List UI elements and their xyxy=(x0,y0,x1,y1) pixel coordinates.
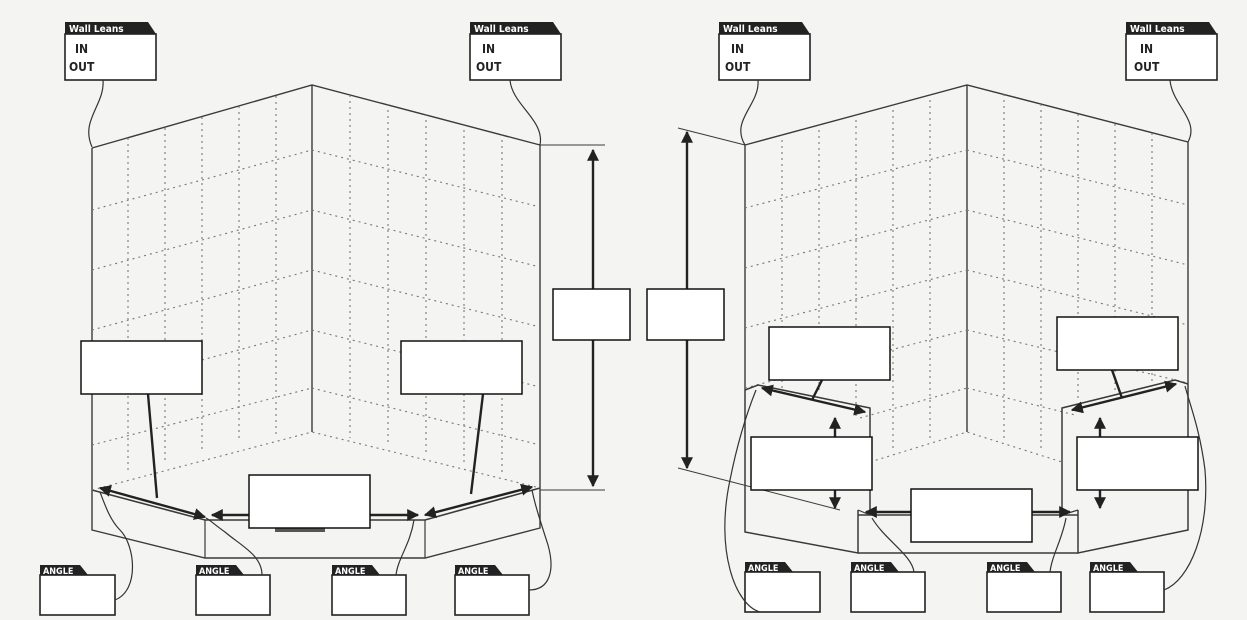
angle-tag-4: ANGLE xyxy=(454,489,552,616)
right-tile-grid xyxy=(744,94,1189,450)
blank-label-box-right-base xyxy=(910,488,1033,543)
blank-label-box-right-2 xyxy=(1056,316,1179,371)
blank-label-box-height-2 xyxy=(646,288,725,341)
wall-leans-tag-3: Wall Leans IN OUT xyxy=(718,22,811,146)
blank-label-box-right-1 xyxy=(768,326,891,381)
wall-leans-title: Wall Leans xyxy=(723,24,778,35)
angle-title: ANGLE xyxy=(43,567,73,577)
in-label: IN xyxy=(75,42,88,56)
in-label: IN xyxy=(1140,42,1153,56)
in-label: IN xyxy=(731,42,744,56)
angle-tag-1: ANGLE xyxy=(39,491,134,616)
angle-title: ANGLE xyxy=(748,564,778,574)
wall-leans-title: Wall Leans xyxy=(69,24,124,35)
left-leader-line-2 xyxy=(469,393,485,495)
right-leader-line-2 xyxy=(1110,369,1124,399)
blank-label-box-left-base xyxy=(248,474,371,529)
angle-title: ANGLE xyxy=(854,564,884,574)
wall-leans-tag-2: Wall Leans IN OUT xyxy=(469,22,562,146)
blank-label-box-height-1 xyxy=(552,288,631,341)
blank-label-box-right-4 xyxy=(1076,436,1199,491)
wall-leans-tag-4: Wall Leans IN OUT xyxy=(1125,22,1218,143)
angle-tag-6: ANGLE xyxy=(850,517,926,613)
angle-tag-2: ANGLE xyxy=(195,517,271,616)
out-label: OUT xyxy=(1134,60,1160,74)
angle-title: ANGLE xyxy=(1093,564,1123,574)
angle-title: ANGLE xyxy=(199,567,229,577)
blank-label-box-left-2 xyxy=(400,340,523,395)
left-leader-line-1 xyxy=(146,393,159,499)
blank-label-box-right-3 xyxy=(750,436,873,491)
wall-leans-title: Wall Leans xyxy=(474,24,529,35)
in-label: IN xyxy=(482,42,495,56)
left-wall-outline xyxy=(91,84,541,490)
wall-leans-title: Wall Leans xyxy=(1130,24,1185,35)
angle-tag-3: ANGLE xyxy=(331,519,415,616)
out-label: OUT xyxy=(725,60,751,74)
left-tile-grid xyxy=(91,95,541,474)
blank-label-box-left-1 xyxy=(80,340,203,395)
angle-title: ANGLE xyxy=(990,564,1020,574)
angle-tag-5: ANGLE xyxy=(724,389,821,613)
right-leader-line-1 xyxy=(810,379,824,401)
out-label: OUT xyxy=(476,60,502,74)
wall-leans-tag-1: Wall Leans IN OUT xyxy=(64,22,157,148)
angle-tag-8: ANGLE xyxy=(1089,385,1207,613)
angle-title: ANGLE xyxy=(458,567,488,577)
angle-tag-7: ANGLE xyxy=(986,517,1067,613)
angle-title: ANGLE xyxy=(335,567,365,577)
out-label: OUT xyxy=(69,60,95,74)
